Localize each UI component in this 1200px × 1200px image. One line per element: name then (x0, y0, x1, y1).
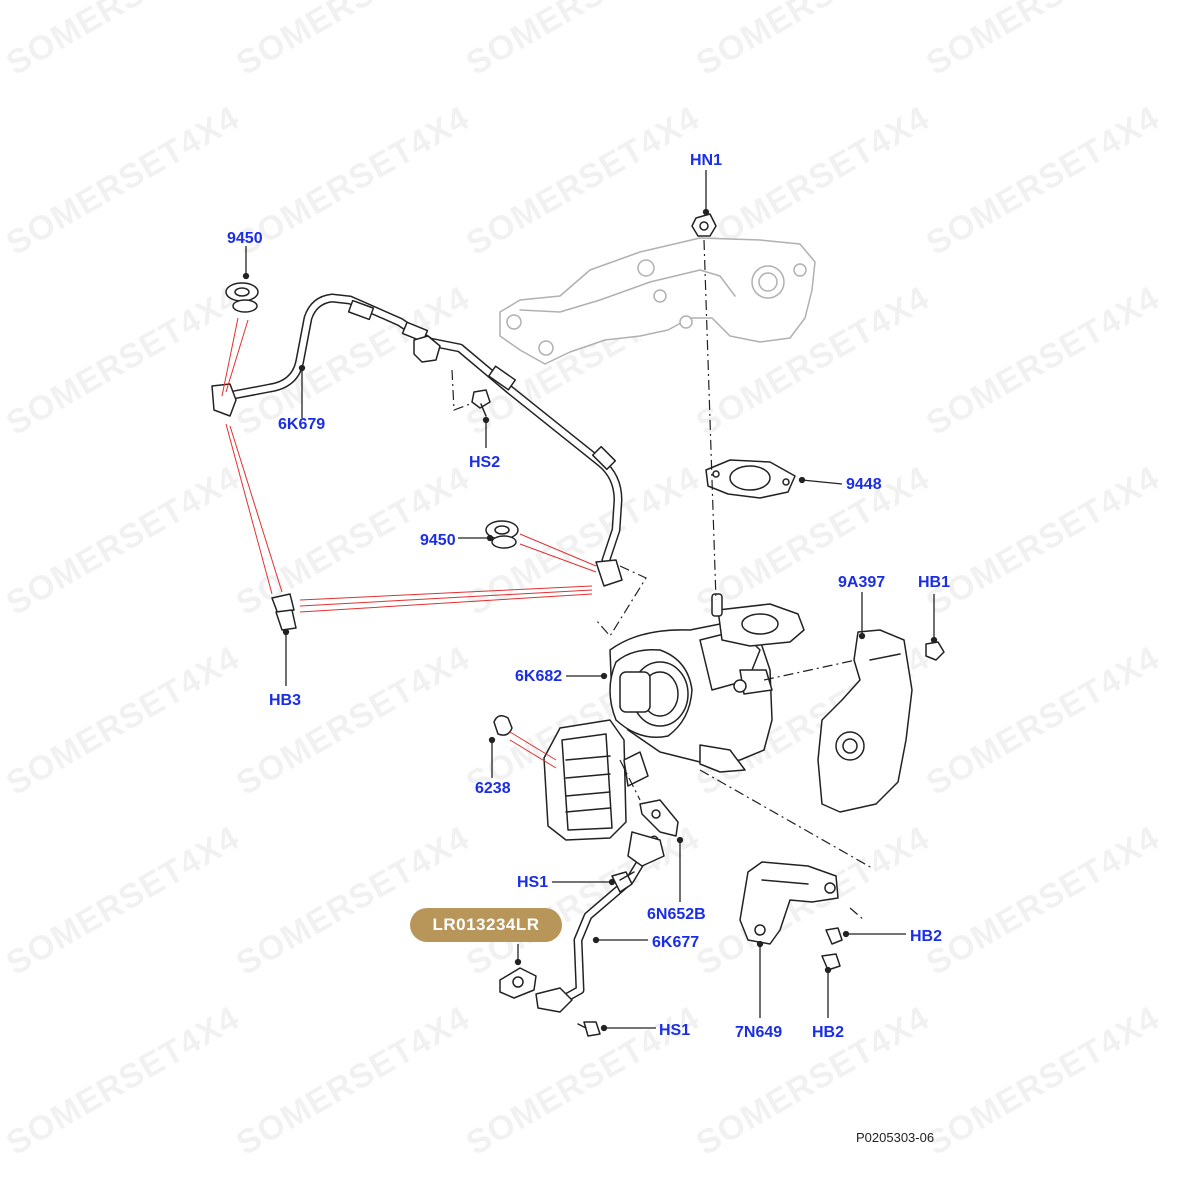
actuator-6238 (543, 719, 649, 841)
bolt-hs1-lower (577, 1021, 601, 1037)
label-6k682: 6K682 (515, 668, 563, 685)
turbocharger-6k682 (609, 593, 805, 773)
label-6k677: 6K677 (652, 934, 700, 951)
label-6n652b: 6N652B (647, 906, 706, 923)
drawing-reference: P0205303-06 (856, 1130, 935, 1145)
oil-return-pipe-6k677 (535, 831, 665, 1013)
bolt-hb2-right (825, 927, 843, 945)
bracket-7n649 (739, 861, 839, 945)
red-link-lines (221, 317, 597, 769)
exhaust-manifold (499, 237, 816, 365)
assembly-lines (451, 239, 873, 921)
label-9a397: 9A397 (838, 574, 886, 591)
label-hb2-lower: HB2 (812, 1024, 845, 1041)
label-9448: 9448 (846, 476, 882, 493)
banjo-bolt-hb3 (271, 593, 297, 631)
label-hb3: HB3 (269, 692, 302, 709)
washer-9450-mid (485, 520, 519, 549)
label-6k679: 6K679 (278, 416, 326, 433)
bolt-hb1 (925, 641, 945, 661)
label-7n649: 7N649 (735, 1024, 783, 1041)
gasket-lr013234lr (499, 967, 537, 999)
label-hs1-lower: HS1 (659, 1022, 691, 1039)
label-9450-top: 9450 (227, 230, 263, 247)
gasket-6n652b (639, 799, 679, 837)
label-hb1: HB1 (918, 574, 951, 591)
highlighted-part-number-badge[interactable]: LR013234LR (410, 908, 562, 942)
gasket-9448 (705, 459, 796, 499)
washer-9450-top (225, 282, 259, 313)
label-hs1-upper: HS1 (517, 874, 549, 891)
label-hn1: HN1 (690, 152, 723, 169)
oil-feed-pipe-6k679 (211, 293, 623, 587)
label-hb2-right: HB2 (910, 928, 943, 945)
nut-hn1 (691, 213, 717, 237)
clip-6238 (493, 715, 513, 736)
label-hs2: HS2 (469, 454, 501, 471)
bolt-hb2-lower (821, 953, 841, 971)
label-6238: 6238 (475, 780, 511, 797)
label-9450-mid: 9450 (420, 532, 456, 549)
bolt-hs2 (471, 389, 491, 417)
bolt-hs1-upper (611, 871, 635, 893)
leader-lines (242, 170, 938, 1032)
heat-shield-9a397 (817, 629, 913, 813)
